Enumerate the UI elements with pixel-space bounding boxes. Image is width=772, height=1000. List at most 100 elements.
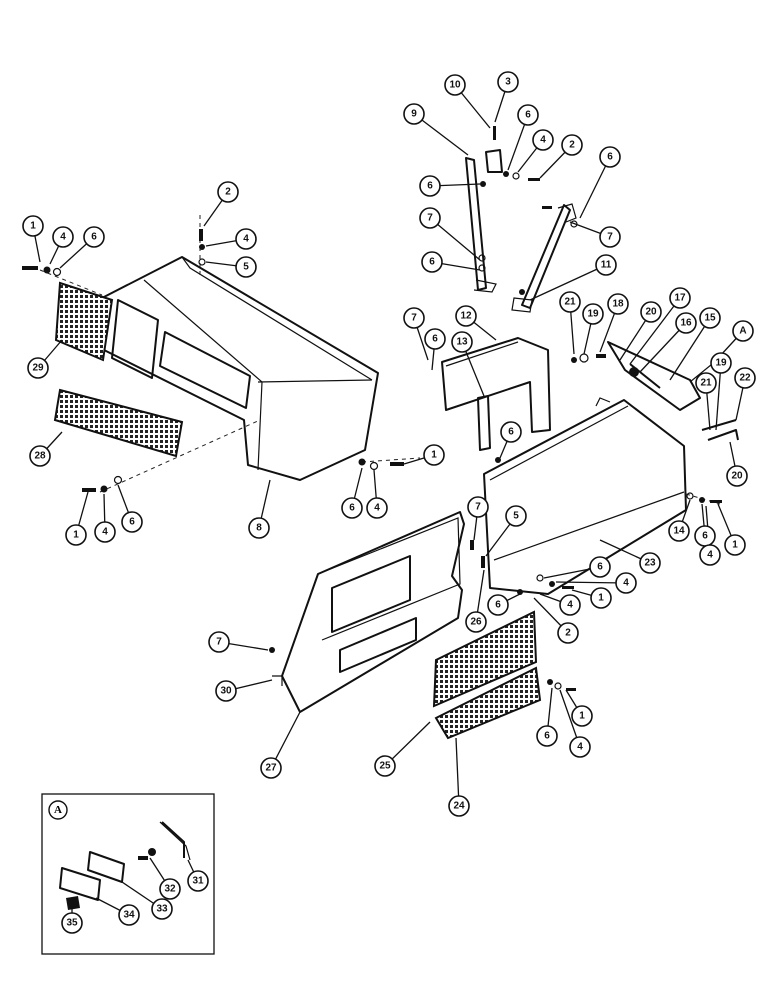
callout-7: 7 [467, 496, 489, 518]
callout-4: 4 [94, 521, 116, 543]
callout-number: 6 [702, 531, 708, 542]
callout-circle [589, 556, 611, 578]
callout-number: 2 [569, 140, 575, 151]
callout-circle [455, 305, 477, 327]
callout-circle [403, 103, 425, 125]
callout-circle [451, 331, 473, 353]
callout-circle [675, 312, 697, 334]
callout-number: 1 [73, 530, 79, 541]
callout-number: 6 [495, 600, 501, 611]
alignment-lines-front [39, 215, 421, 493]
side-screen-hardware [547, 679, 576, 691]
callout-number: 35 [66, 918, 78, 929]
callout-6: 6 [341, 497, 363, 519]
callout-number: 4 [567, 600, 573, 611]
callout-circle [569, 736, 591, 758]
callout-18: 18 [607, 293, 629, 315]
callout-number: 32 [164, 884, 176, 895]
callout-number: 7 [475, 502, 481, 513]
callout-number: 34 [123, 910, 135, 921]
callout-circle [668, 520, 690, 542]
callout-26: 26 [465, 611, 487, 633]
callout-13: 13 [451, 331, 473, 353]
callout-6: 6 [500, 421, 522, 443]
callout-4: 4 [569, 736, 591, 758]
callout-number: 18 [612, 299, 624, 310]
callout-6: 6 [487, 594, 509, 616]
callout-2: 2 [557, 622, 579, 644]
callout-number: 10 [449, 80, 461, 91]
callout-circle [695, 372, 717, 394]
callout-circle [159, 878, 181, 900]
mounting-strip [477, 395, 491, 451]
front-grille-lower [53, 388, 184, 458]
callout-number: 6 [349, 503, 355, 514]
leader-line-7 [429, 217, 481, 261]
callout-circle [487, 594, 509, 616]
callout-24: 24 [448, 795, 470, 817]
callout-circle [467, 496, 489, 518]
callout-number: 7 [607, 232, 613, 243]
callout-number: 24 [453, 801, 465, 812]
callout-1: 1 [590, 587, 612, 609]
callout-14: 14 [668, 520, 690, 542]
callout-number: 2 [565, 628, 571, 639]
callout-circle [424, 328, 446, 350]
callout-number: 21 [564, 297, 576, 308]
callout-circle [732, 320, 754, 342]
side-plate-assembly [441, 337, 551, 451]
callout-circle [582, 303, 604, 325]
callout-circle [419, 207, 441, 229]
callout-number: 29 [32, 363, 44, 374]
callout-circle [366, 497, 388, 519]
callout-5: 5 [505, 505, 527, 527]
side-panel-window-upper [331, 555, 411, 633]
callout-number: 7 [216, 637, 222, 648]
callout-circle [599, 146, 621, 168]
callout-circle [248, 517, 270, 539]
side-hood-hardware [470, 457, 722, 595]
callout-circle [52, 226, 74, 248]
callout-circle [341, 497, 363, 519]
callout-circle [557, 622, 579, 644]
callout-circle [65, 524, 87, 546]
callout-2: 2 [561, 134, 583, 156]
callout-circle [561, 134, 583, 156]
callout-circle [699, 544, 721, 566]
callout-circle [83, 226, 105, 248]
callout-1: 1 [22, 215, 44, 237]
callout-circle [699, 307, 721, 329]
callout-circle [403, 307, 425, 329]
callout-number: 27 [265, 763, 277, 774]
callout-number: 28 [34, 451, 46, 462]
callout-7: 7 [403, 307, 425, 329]
callout-circle [121, 511, 143, 533]
callout-number: 4 [243, 234, 249, 245]
callout-3: 3 [497, 71, 519, 93]
callout-number: 6 [508, 427, 514, 438]
callout-circle [559, 291, 581, 313]
callout-number: 5 [243, 262, 249, 273]
callout-6: 6 [517, 104, 539, 126]
callout-7: 7 [419, 207, 441, 229]
callout-8: 8 [248, 517, 270, 539]
leader-line-19 [715, 362, 722, 431]
callout-10: 10 [444, 74, 466, 96]
callout-circle [639, 552, 661, 574]
front-hood-panel [101, 256, 379, 481]
support-bracket-right [511, 203, 577, 313]
callout-circle [571, 705, 593, 727]
callout-number: 7 [427, 213, 433, 224]
callout-circle [465, 611, 487, 633]
callout-number: 16 [680, 318, 692, 329]
callout-4: 4 [559, 594, 581, 616]
callout-11: 11 [595, 254, 617, 276]
callout-circle [94, 521, 116, 543]
hardware-front [22, 229, 404, 493]
callout-4: 4 [699, 544, 721, 566]
callout-number: 4 [623, 578, 629, 589]
callout-35: 35 [61, 912, 83, 934]
callout-15: 15 [699, 307, 721, 329]
callout-number: 3 [505, 77, 511, 88]
callout-number: 25 [379, 761, 391, 772]
